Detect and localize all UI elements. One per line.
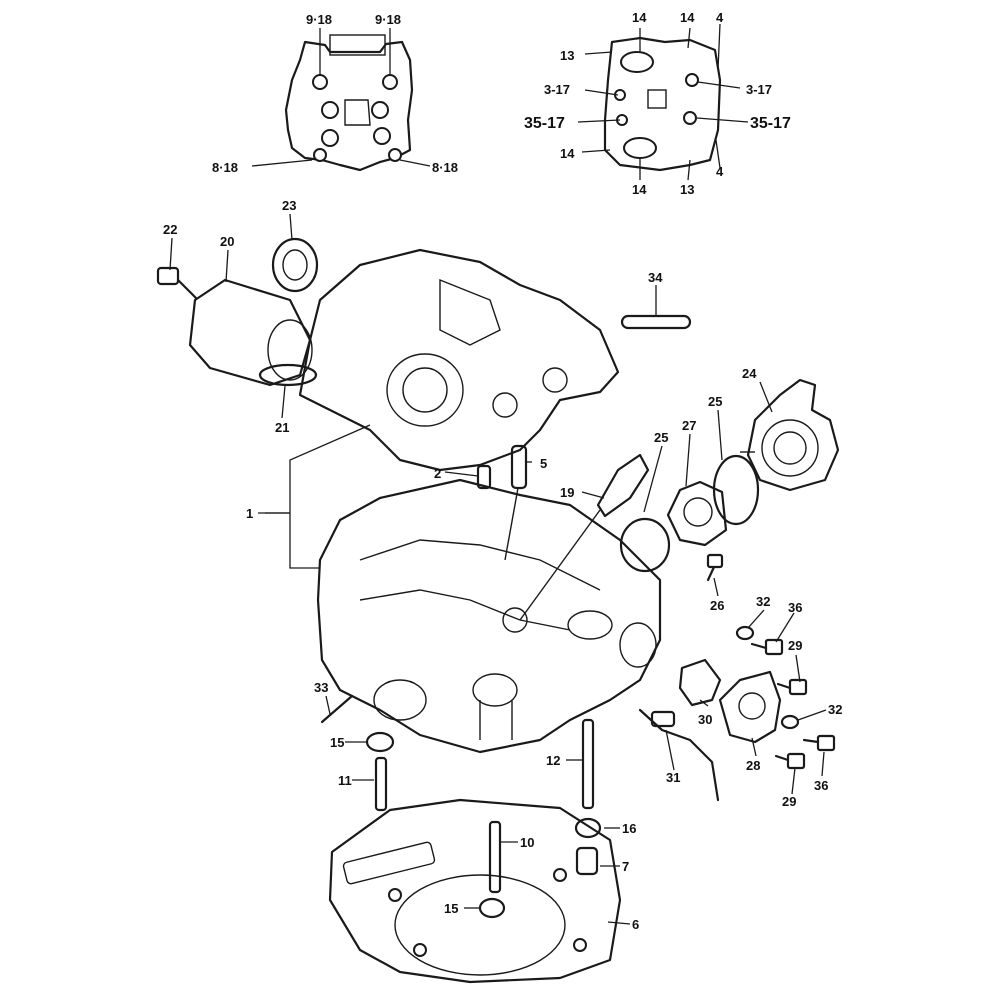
label-36-bottom: 36 (814, 778, 828, 793)
label-32-top: 32 (756, 594, 770, 609)
part-7-dowel (575, 846, 599, 876)
part-22-bolt (156, 266, 198, 300)
label-21: 21 (275, 420, 289, 435)
part-12-stud (581, 718, 595, 810)
cylinder-head-main (316, 478, 662, 754)
label-8-18-left: 8·18 (212, 160, 238, 175)
leader-lines (169, 213, 827, 925)
label-33: 33 (314, 680, 328, 695)
label-20: 20 (220, 234, 234, 249)
label-12: 12 (546, 753, 560, 768)
label-6: 6 (632, 917, 639, 932)
label-1: 1 (246, 506, 253, 521)
label-3-17-left: 3-17 (544, 82, 570, 97)
label-15-upper: 15 (330, 735, 344, 750)
label-28: 28 (746, 758, 760, 773)
part-15-nut-b (478, 897, 506, 919)
part-23-seal (271, 237, 319, 293)
part-29-bolt-a (776, 678, 808, 696)
label-23: 23 (282, 198, 296, 213)
part-labels: 9·18 9·18 8·18 8·18 14 14 4 13 3-17 3-17… (163, 10, 842, 932)
label-32-bottom: 32 (828, 702, 842, 717)
label-14-bottom: 14 (632, 182, 647, 197)
label-35-17-left: 35-17 (524, 115, 565, 132)
label-24: 24 (742, 366, 757, 381)
part-36-bolt-b (802, 734, 836, 752)
label-9-18-right: 9·18 (375, 12, 401, 27)
label-35-17-right: 35-17 (750, 115, 791, 132)
label-25-right: 25 (708, 394, 722, 409)
part-16-cap (574, 817, 602, 839)
label-14-left: 14 (560, 146, 575, 161)
label-7: 7 (622, 859, 629, 874)
label-19: 19 (560, 485, 574, 500)
label-29-top: 29 (788, 638, 802, 653)
part-15-nut-a (365, 731, 395, 753)
label-26: 26 (710, 598, 724, 613)
part-19-spark-plug (519, 453, 650, 621)
part-30-sensor (678, 658, 722, 707)
label-2: 2 (434, 466, 441, 481)
part-32-washer-b (780, 714, 800, 730)
label-27: 27 (682, 418, 696, 433)
label-5: 5 (540, 456, 547, 471)
label-13-top: 13 (560, 48, 574, 63)
label-13-bottom: 13 (680, 182, 694, 197)
part-29-bolt-b (774, 752, 806, 770)
label-29-bottom: 29 (782, 794, 796, 809)
part-6-head-gasket (328, 798, 622, 984)
part-27-gasket (666, 480, 728, 547)
part-21-ring (258, 363, 318, 387)
label-10: 10 (520, 835, 534, 850)
part-36-bolt-a (750, 638, 784, 656)
part-10-stud (488, 820, 502, 894)
part-5-valve-guide (504, 444, 528, 561)
label-36-top: 36 (788, 600, 802, 615)
part-31-pipe (638, 708, 720, 802)
part-25-o-ring-a (619, 517, 671, 573)
label-16: 16 (622, 821, 636, 836)
label-8-18-right: 8·18 (432, 160, 458, 175)
label-30: 30 (698, 712, 712, 727)
label-22: 22 (163, 222, 177, 237)
label-31: 31 (666, 770, 680, 785)
label-14-top-b: 14 (680, 10, 695, 25)
label-15-lower: 15 (444, 901, 458, 916)
part-26-bolt (706, 553, 724, 582)
upper-head-housing (298, 248, 620, 472)
label-25-left: 25 (654, 430, 668, 445)
label-34: 34 (648, 270, 663, 285)
part-34-pin (620, 314, 692, 330)
label-9-18-left: 9·18 (306, 12, 332, 27)
part-32-washer-a (735, 625, 755, 641)
label-4-top: 4 (716, 10, 724, 25)
label-3-17-right: 3-17 (746, 82, 772, 97)
part-24-thermostat-housing (740, 378, 840, 492)
label-4-bottom: 4 (716, 164, 724, 179)
part-11-stud (374, 756, 388, 812)
part-2-dowel (476, 464, 492, 490)
head-top-view-inset (577, 23, 749, 181)
part-28-water-housing (718, 670, 782, 744)
label-11: 11 (338, 773, 352, 788)
part-20-canister (188, 278, 313, 387)
label-14-top-a: 14 (632, 10, 647, 25)
part-33-pin (320, 694, 354, 724)
head-bottom-view-inset (251, 28, 431, 172)
part-25-o-ring-b (712, 454, 760, 526)
